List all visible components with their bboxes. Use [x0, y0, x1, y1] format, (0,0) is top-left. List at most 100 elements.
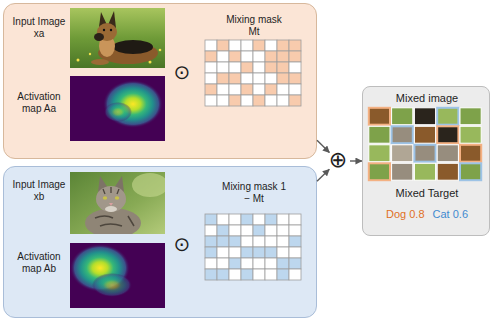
mask-cell — [289, 236, 301, 247]
mask-cell — [229, 73, 241, 84]
image-label: Input Image xb — [11, 179, 67, 203]
mask-cell — [241, 214, 253, 225]
mask-cell — [205, 225, 217, 236]
mask-cell — [205, 40, 217, 51]
image-tile — [437, 145, 458, 162]
image-tile — [460, 163, 481, 180]
mask-cell — [289, 62, 301, 73]
box-title: Mixed image — [363, 92, 491, 105]
sum-operator: ⊕ — [327, 150, 349, 172]
mask-cell — [265, 258, 277, 269]
mask-cell — [205, 214, 217, 225]
mask-cell — [277, 247, 289, 258]
mask-cell — [253, 225, 265, 236]
mask-cell — [277, 40, 289, 51]
map-label: Activation map Ab — [11, 251, 67, 275]
mask-cell — [253, 84, 265, 95]
activation-map — [70, 76, 165, 141]
mask-cell — [277, 95, 289, 106]
image-tile — [437, 108, 458, 125]
mask-cell — [253, 247, 265, 258]
mask-cell — [229, 214, 241, 225]
mask-cell — [241, 73, 253, 84]
mask-cell — [217, 51, 229, 62]
image-tile — [392, 163, 413, 180]
mask-label: Mixing mask 1 − Mt — [221, 181, 287, 205]
mask-cell — [217, 214, 229, 225]
target-label: Mixed Target — [363, 187, 491, 200]
mask-cell — [241, 236, 253, 247]
mask-cell — [229, 225, 241, 236]
mask-cell — [217, 269, 229, 280]
image-tile — [437, 163, 458, 180]
mask-cell — [289, 95, 301, 106]
flow-arrow — [350, 160, 362, 161]
mask-cell — [277, 258, 289, 269]
mask-cell — [253, 73, 265, 84]
image-tile — [414, 126, 435, 143]
flow-arrow — [317, 169, 329, 181]
mask-cell — [229, 95, 241, 106]
mask-cell — [229, 62, 241, 73]
mask-cell — [289, 84, 301, 95]
mask-cell — [241, 51, 253, 62]
map-label: Activation map Aa — [11, 91, 67, 115]
mask-cell — [229, 84, 241, 95]
mask-cell — [265, 236, 277, 247]
mixing-mask-grid — [205, 40, 301, 106]
mask-cell — [265, 269, 277, 280]
mask-cell — [289, 51, 301, 62]
mask-cell — [289, 247, 301, 258]
mask-cell — [217, 95, 229, 106]
mask-cell — [217, 62, 229, 73]
dog-photo — [70, 8, 165, 68]
mask-cell — [253, 236, 265, 247]
image-tile — [392, 145, 413, 162]
activation-map — [70, 243, 165, 308]
image-tile — [460, 145, 481, 162]
mask-cell — [205, 258, 217, 269]
mask-cell — [277, 214, 289, 225]
mask-cell — [229, 247, 241, 258]
operator-symbol: ⊙ — [170, 60, 194, 84]
mask-cell — [229, 40, 241, 51]
mask-cell — [277, 84, 289, 95]
mask-cell — [241, 225, 253, 236]
mask-cell — [229, 51, 241, 62]
mask-cell — [265, 84, 277, 95]
mask-cell — [205, 95, 217, 106]
mask-cell — [241, 84, 253, 95]
mask-cell — [205, 84, 217, 95]
mask-cell — [241, 62, 253, 73]
mask-cell — [277, 225, 289, 236]
mask-cell — [289, 269, 301, 280]
mask-cell — [217, 225, 229, 236]
mask-cell — [253, 269, 265, 280]
mask-cell — [265, 40, 277, 51]
target-value: Cat 0.6 — [433, 208, 468, 221]
cat-photo — [70, 172, 165, 234]
mask-label: Mixing mask Mt — [221, 14, 287, 38]
operator-symbol: ⊙ — [170, 232, 194, 256]
image-tile — [369, 145, 390, 162]
mask-cell — [289, 40, 301, 51]
image-label: Input Image xa — [11, 16, 67, 40]
operator-symbol: ⊕ — [327, 148, 349, 172]
mask-cell — [265, 51, 277, 62]
mask-cell — [229, 269, 241, 280]
mask-cell — [241, 258, 253, 269]
mask-cell — [217, 236, 229, 247]
mask-cell — [265, 62, 277, 73]
mask-cell — [205, 269, 217, 280]
image-tile — [392, 126, 413, 143]
mask-cell — [265, 95, 277, 106]
mask-cell — [289, 73, 301, 84]
image-tile — [369, 108, 390, 125]
mask-cell — [265, 73, 277, 84]
image-tile — [414, 163, 435, 180]
mask-cell — [253, 95, 265, 106]
mask-cell — [277, 62, 289, 73]
target-value: Dog 0.8 — [386, 208, 425, 221]
mask-cell — [265, 214, 277, 225]
image-tile — [437, 126, 458, 143]
